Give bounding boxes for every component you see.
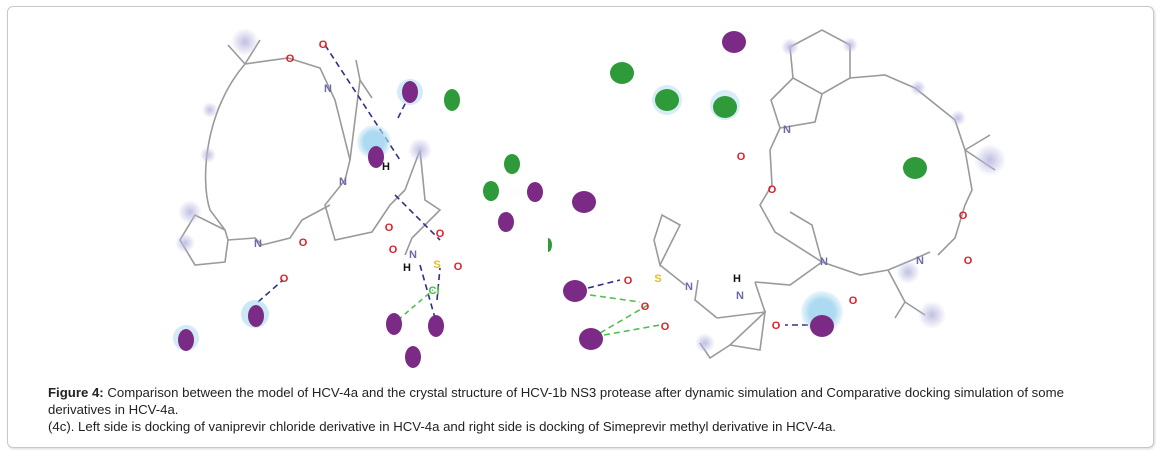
atom-oxygen: O xyxy=(959,210,968,222)
atom-nitrogen: N xyxy=(324,83,332,95)
atom-nitrogen: N xyxy=(820,256,828,268)
residue-ala-155 xyxy=(655,89,679,111)
residue-leu-135 xyxy=(405,346,421,368)
left-glows xyxy=(175,28,432,253)
atom-hydrogen: H xyxy=(733,273,741,285)
residue-his-57 xyxy=(402,81,418,103)
residue-gly-137 xyxy=(386,313,402,335)
residue-ile-132 xyxy=(610,62,634,84)
atom-nitrogen: N xyxy=(254,238,262,250)
atom-oxygen: O xyxy=(299,237,308,249)
caption-sub: (4c). Left side is docking of vaniprevir… xyxy=(48,419,836,434)
atom-oxygen: O xyxy=(624,275,633,287)
atom-sulfur: S xyxy=(654,273,661,285)
atom-oxygen: O xyxy=(772,320,781,332)
residue-gln-41 xyxy=(248,305,264,327)
atom-oxygen: O xyxy=(389,244,398,256)
atom-oxygen: O xyxy=(849,295,858,307)
atom-oxygen: O xyxy=(964,255,973,267)
atom-oxygen: O xyxy=(436,228,445,240)
atom-nitrogen: N xyxy=(339,176,347,188)
left-atoms: O O N N N O O O O N S O O H H Cl xyxy=(254,39,463,297)
atom-oxygen: O xyxy=(454,261,463,273)
atom-oxygen: O xyxy=(737,151,746,163)
residue-arg-155 xyxy=(713,96,737,118)
atom-hydrogen: H xyxy=(382,161,390,173)
left-green-bonds xyxy=(397,289,434,321)
atom-oxygen: O xyxy=(319,39,328,51)
atom-hydrogen: H xyxy=(403,262,411,274)
caption-main-text: Comparison between the model of HCV-4a a… xyxy=(48,385,1064,417)
residue-lys-136 xyxy=(368,146,384,168)
atom-oxygen: O xyxy=(641,301,650,313)
caption-main: Figure 4: Comparison between the model o… xyxy=(48,384,1118,418)
docking-figure: O O N N N O O O O N S O O H H Cl xyxy=(173,28,1006,368)
figure-label: Figure 4: xyxy=(48,385,104,400)
right-atoms: O S O N O N H O N O N O O N O O xyxy=(624,124,973,333)
atom-oxygen: O xyxy=(286,53,295,65)
residue-asp-81 xyxy=(903,157,927,179)
residue-arg-155 xyxy=(498,212,514,232)
atom-oxygen: O xyxy=(768,184,777,196)
atom-nitrogen: N xyxy=(736,290,744,302)
figure-caption: Figure 4: Comparison between the model o… xyxy=(48,384,1118,435)
right-residues xyxy=(548,31,927,350)
residue-thr-40 xyxy=(178,329,194,351)
atom-chlorine: Cl xyxy=(429,285,440,297)
atom-nitrogen: N xyxy=(916,255,924,267)
atom-oxygen: O xyxy=(280,273,289,285)
residue-ser-173 xyxy=(563,280,587,302)
residue-ala-132 xyxy=(444,89,460,111)
left-residues xyxy=(173,79,543,368)
residue-ser-138 xyxy=(428,315,444,337)
residue-phe-154 xyxy=(504,154,520,174)
right-glows xyxy=(695,37,1006,353)
residue-asn-77 xyxy=(527,182,543,202)
residue-ser-139 xyxy=(572,191,596,213)
atom-sulfur: S xyxy=(433,259,440,271)
right-hbonds xyxy=(587,279,808,336)
residue-ala-156 xyxy=(483,181,499,201)
residue-gly-177 xyxy=(579,328,603,350)
residue-lys-136 xyxy=(810,315,834,337)
residue-ala-157 xyxy=(722,31,746,53)
left-ligand xyxy=(179,39,442,266)
atom-oxygen: O xyxy=(385,222,394,234)
atom-oxygen: O xyxy=(661,321,670,333)
atom-nitrogen: N xyxy=(783,124,791,136)
atom-nitrogen: N xyxy=(409,249,417,261)
atom-nitrogen: N xyxy=(685,281,693,293)
figure-frame xyxy=(7,6,1154,448)
